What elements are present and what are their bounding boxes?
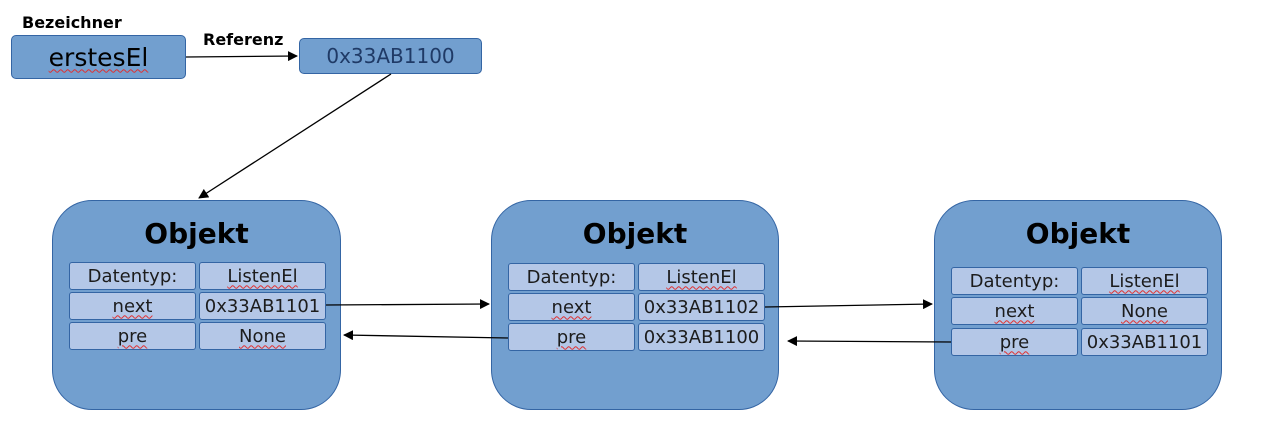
next-value: None [1121,300,1168,322]
reference-label: Referenz [203,30,284,49]
cell-value-pre: None [199,322,326,350]
object-title: Objekt [582,217,688,250]
reference-address: 0x33AB1100 [326,44,455,68]
arrow-pre-3-to-2 [787,336,952,347]
variable-name: erstesEl [48,42,149,72]
reference-address-box: 0x33AB1100 [299,38,482,74]
object-title: Objekt [1025,217,1131,250]
arrow-pre-2-to-1 [343,330,509,341]
pre-key: pre [556,326,587,348]
next-key: next [112,295,153,317]
cell-value-datatype: ListenEl [638,263,765,291]
next-key: next [994,300,1035,322]
cell-key-next: next [951,297,1078,325]
cell-value-next: 0x33AB1101 [199,292,326,320]
object-title: Objekt [144,217,249,250]
cell-key-datatype: Datentyp: [69,262,196,290]
pre-value: None [239,325,286,347]
identifier-label: Bezeichner [22,13,122,32]
arrow-next-2-to-3 [764,299,933,310]
cell-key-datatype: Datentyp: [508,263,635,291]
arrow-address-to-object-1 [198,73,392,199]
cell-value-datatype: ListenEl [199,262,326,290]
cell-key-pre: pre [508,323,635,351]
cell-value-pre: 0x33AB1101 [1081,328,1208,356]
cell-key-next: next [69,292,196,320]
cell-value-datatype: ListenEl [1081,267,1208,295]
arrow-variable-to-address [185,51,298,62]
datatype-value: ListenEl [227,265,298,287]
cell-value-next: 0x33AB1102 [638,293,765,321]
cell-key-pre: pre [951,328,1078,356]
pre-key: pre [117,325,148,347]
cell-key-pre: pre [69,322,196,350]
cell-value-pre: 0x33AB1100 [638,323,765,351]
cell-key-datatype: Datentyp: [951,267,1078,295]
arrow-next-1-to-2 [325,299,490,310]
variable-name-box: erstesEl [11,35,186,79]
datatype-value: ListenEl [1109,270,1180,292]
cell-value-next: None [1081,297,1208,325]
cell-key-next: next [508,293,635,321]
next-key: next [551,296,592,318]
datatype-value: ListenEl [666,266,737,288]
pre-key: pre [999,331,1030,353]
